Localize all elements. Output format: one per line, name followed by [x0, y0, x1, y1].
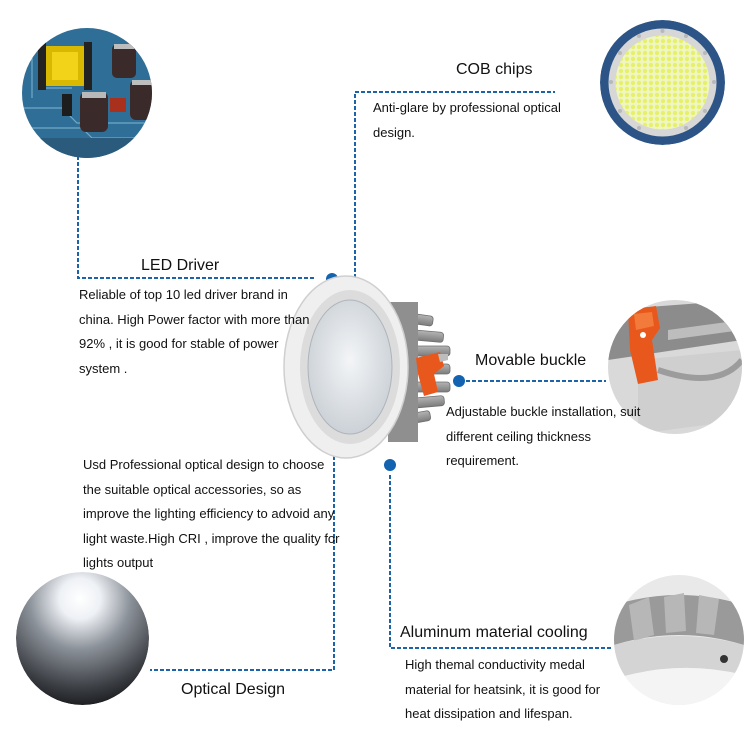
optical-connector-line	[150, 420, 335, 671]
diffuser-lens-icon	[16, 572, 149, 705]
buckle-description: Adjustable buckle installation, suit dif…	[446, 404, 641, 468]
optical-description: Usd Professional optical design to choos…	[83, 457, 340, 570]
aluminum-description: High themal conductivity medal material …	[405, 657, 601, 721]
aluminum-connector-line	[389, 475, 612, 649]
pcb-board-icon	[22, 28, 152, 158]
cob-title: COB chips	[456, 61, 533, 78]
cob-chip-icon	[600, 20, 725, 145]
heatsink-icon	[614, 575, 744, 705]
aluminum-title: Aluminum material cooling	[400, 624, 588, 641]
driver-connector-line	[77, 150, 316, 279]
aluminum-dot	[384, 459, 396, 471]
cob-description: Anti-glare by professional optical desig…	[373, 100, 561, 140]
driver-description: Reliable of top 10 led driver brand in c…	[79, 287, 310, 376]
led-downlight-icon	[268, 262, 468, 472]
cob-connector-line	[354, 91, 555, 332]
spring-clip-icon	[608, 300, 742, 434]
buckle-title: Movable buckle	[475, 352, 587, 369]
buckle-dot	[453, 375, 465, 387]
optical-title: Optical Design	[181, 681, 286, 698]
driver-title: LED Driver	[141, 257, 220, 274]
